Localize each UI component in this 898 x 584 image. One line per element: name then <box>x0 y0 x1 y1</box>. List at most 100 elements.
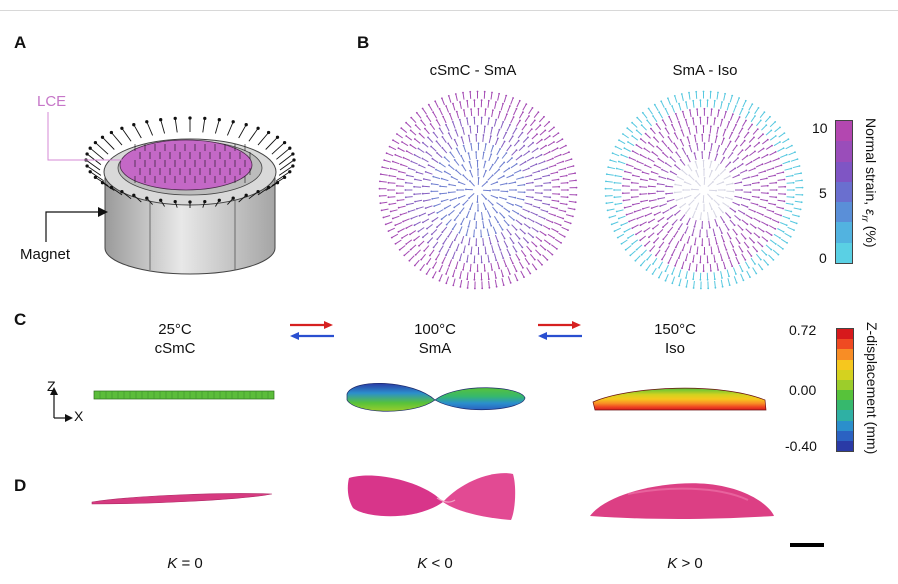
director-tip <box>732 246 735 248</box>
director-segment <box>491 110 494 118</box>
director-tip <box>620 224 623 227</box>
director-tip <box>718 109 720 112</box>
director-tip <box>604 195 607 197</box>
director-segment <box>765 230 772 236</box>
director-segment <box>774 127 781 133</box>
director-tip <box>788 217 791 220</box>
director-segment <box>668 237 674 244</box>
director-tip <box>729 140 732 143</box>
director-segment <box>514 273 518 281</box>
director-tip <box>488 260 490 263</box>
director-segment <box>525 195 533 198</box>
director-segment <box>391 233 399 239</box>
director-segment <box>560 182 568 184</box>
director-segment <box>766 209 774 213</box>
director-segment <box>653 137 660 143</box>
director-segment <box>459 119 463 127</box>
director-segment <box>756 253 762 260</box>
director-tip <box>485 169 487 172</box>
director-segment <box>732 228 738 235</box>
director-tip <box>636 160 639 163</box>
director-segment <box>550 206 558 209</box>
director-segment <box>426 115 432 123</box>
director-segment <box>513 264 517 272</box>
director-segment <box>390 168 398 171</box>
director-tip <box>741 228 744 231</box>
director-segment <box>515 219 522 225</box>
director-tip <box>388 145 391 148</box>
director-segment <box>718 206 724 213</box>
director-tip <box>794 151 796 154</box>
director-segment <box>735 256 740 264</box>
director-segment <box>456 148 461 155</box>
director-tip <box>520 154 523 157</box>
director-segment <box>530 120 536 127</box>
director-tip <box>476 201 479 203</box>
director-segment <box>551 244 558 250</box>
director-segment <box>689 109 692 117</box>
director-segment <box>648 142 655 148</box>
field-arrow-tip <box>217 198 221 202</box>
director-tip <box>418 164 420 166</box>
director-segment <box>488 154 492 162</box>
field-arrow <box>102 182 115 191</box>
director-tip <box>673 191 676 194</box>
director-tip <box>475 244 478 247</box>
director-segment <box>768 225 776 230</box>
director-tip <box>539 253 542 256</box>
director-segment <box>696 109 699 117</box>
director-segment <box>732 145 738 152</box>
director-segment <box>660 101 665 108</box>
director-tip <box>453 239 456 242</box>
director-segment <box>742 100 747 108</box>
director-tip <box>515 107 518 110</box>
director-segment <box>436 233 443 240</box>
field-arrow-tip <box>109 130 114 135</box>
director-segment <box>406 150 414 155</box>
director-segment <box>636 244 643 250</box>
director-tip <box>777 253 780 256</box>
director-tip <box>769 115 771 118</box>
director-tip <box>674 164 676 167</box>
director-tip <box>749 144 752 147</box>
strain-tick-5: 5 <box>819 185 827 201</box>
cooling-arrowhead <box>538 332 547 340</box>
director-segment <box>780 154 787 158</box>
director-segment <box>560 196 568 198</box>
director-tip <box>497 137 499 140</box>
director-segment <box>627 233 635 239</box>
director-tip <box>798 165 801 167</box>
director-tip <box>491 174 494 177</box>
director-segment <box>607 208 615 211</box>
director-tip <box>525 103 528 105</box>
director-tip <box>712 181 714 183</box>
director-tip <box>676 176 679 178</box>
director-tip <box>661 140 664 143</box>
director-tip <box>692 260 694 263</box>
colorbar-segment <box>837 349 853 360</box>
colorbar-segment <box>837 420 853 431</box>
director-segment <box>648 232 655 238</box>
director-segment <box>496 129 500 137</box>
director-segment <box>381 208 389 211</box>
director-segment <box>623 178 631 181</box>
director-tip <box>754 150 756 153</box>
director-tip <box>669 207 672 210</box>
director-tip <box>520 206 523 208</box>
director-tip <box>467 225 470 228</box>
director-tip <box>783 132 786 134</box>
director-tip <box>426 263 428 265</box>
director-tip <box>748 266 750 269</box>
panel-a-figure: LCE Magnet <box>0 0 340 300</box>
director-segment <box>640 178 648 182</box>
director-tip <box>556 171 559 174</box>
director-tip <box>530 250 532 253</box>
field-arrow <box>133 124 142 139</box>
director-segment <box>725 196 733 200</box>
director-segment <box>621 154 628 158</box>
director-tip <box>686 154 689 157</box>
director-tip <box>759 119 762 122</box>
field-arrow-tip <box>291 164 295 168</box>
director-segment <box>466 254 469 262</box>
director-segment <box>635 255 641 262</box>
